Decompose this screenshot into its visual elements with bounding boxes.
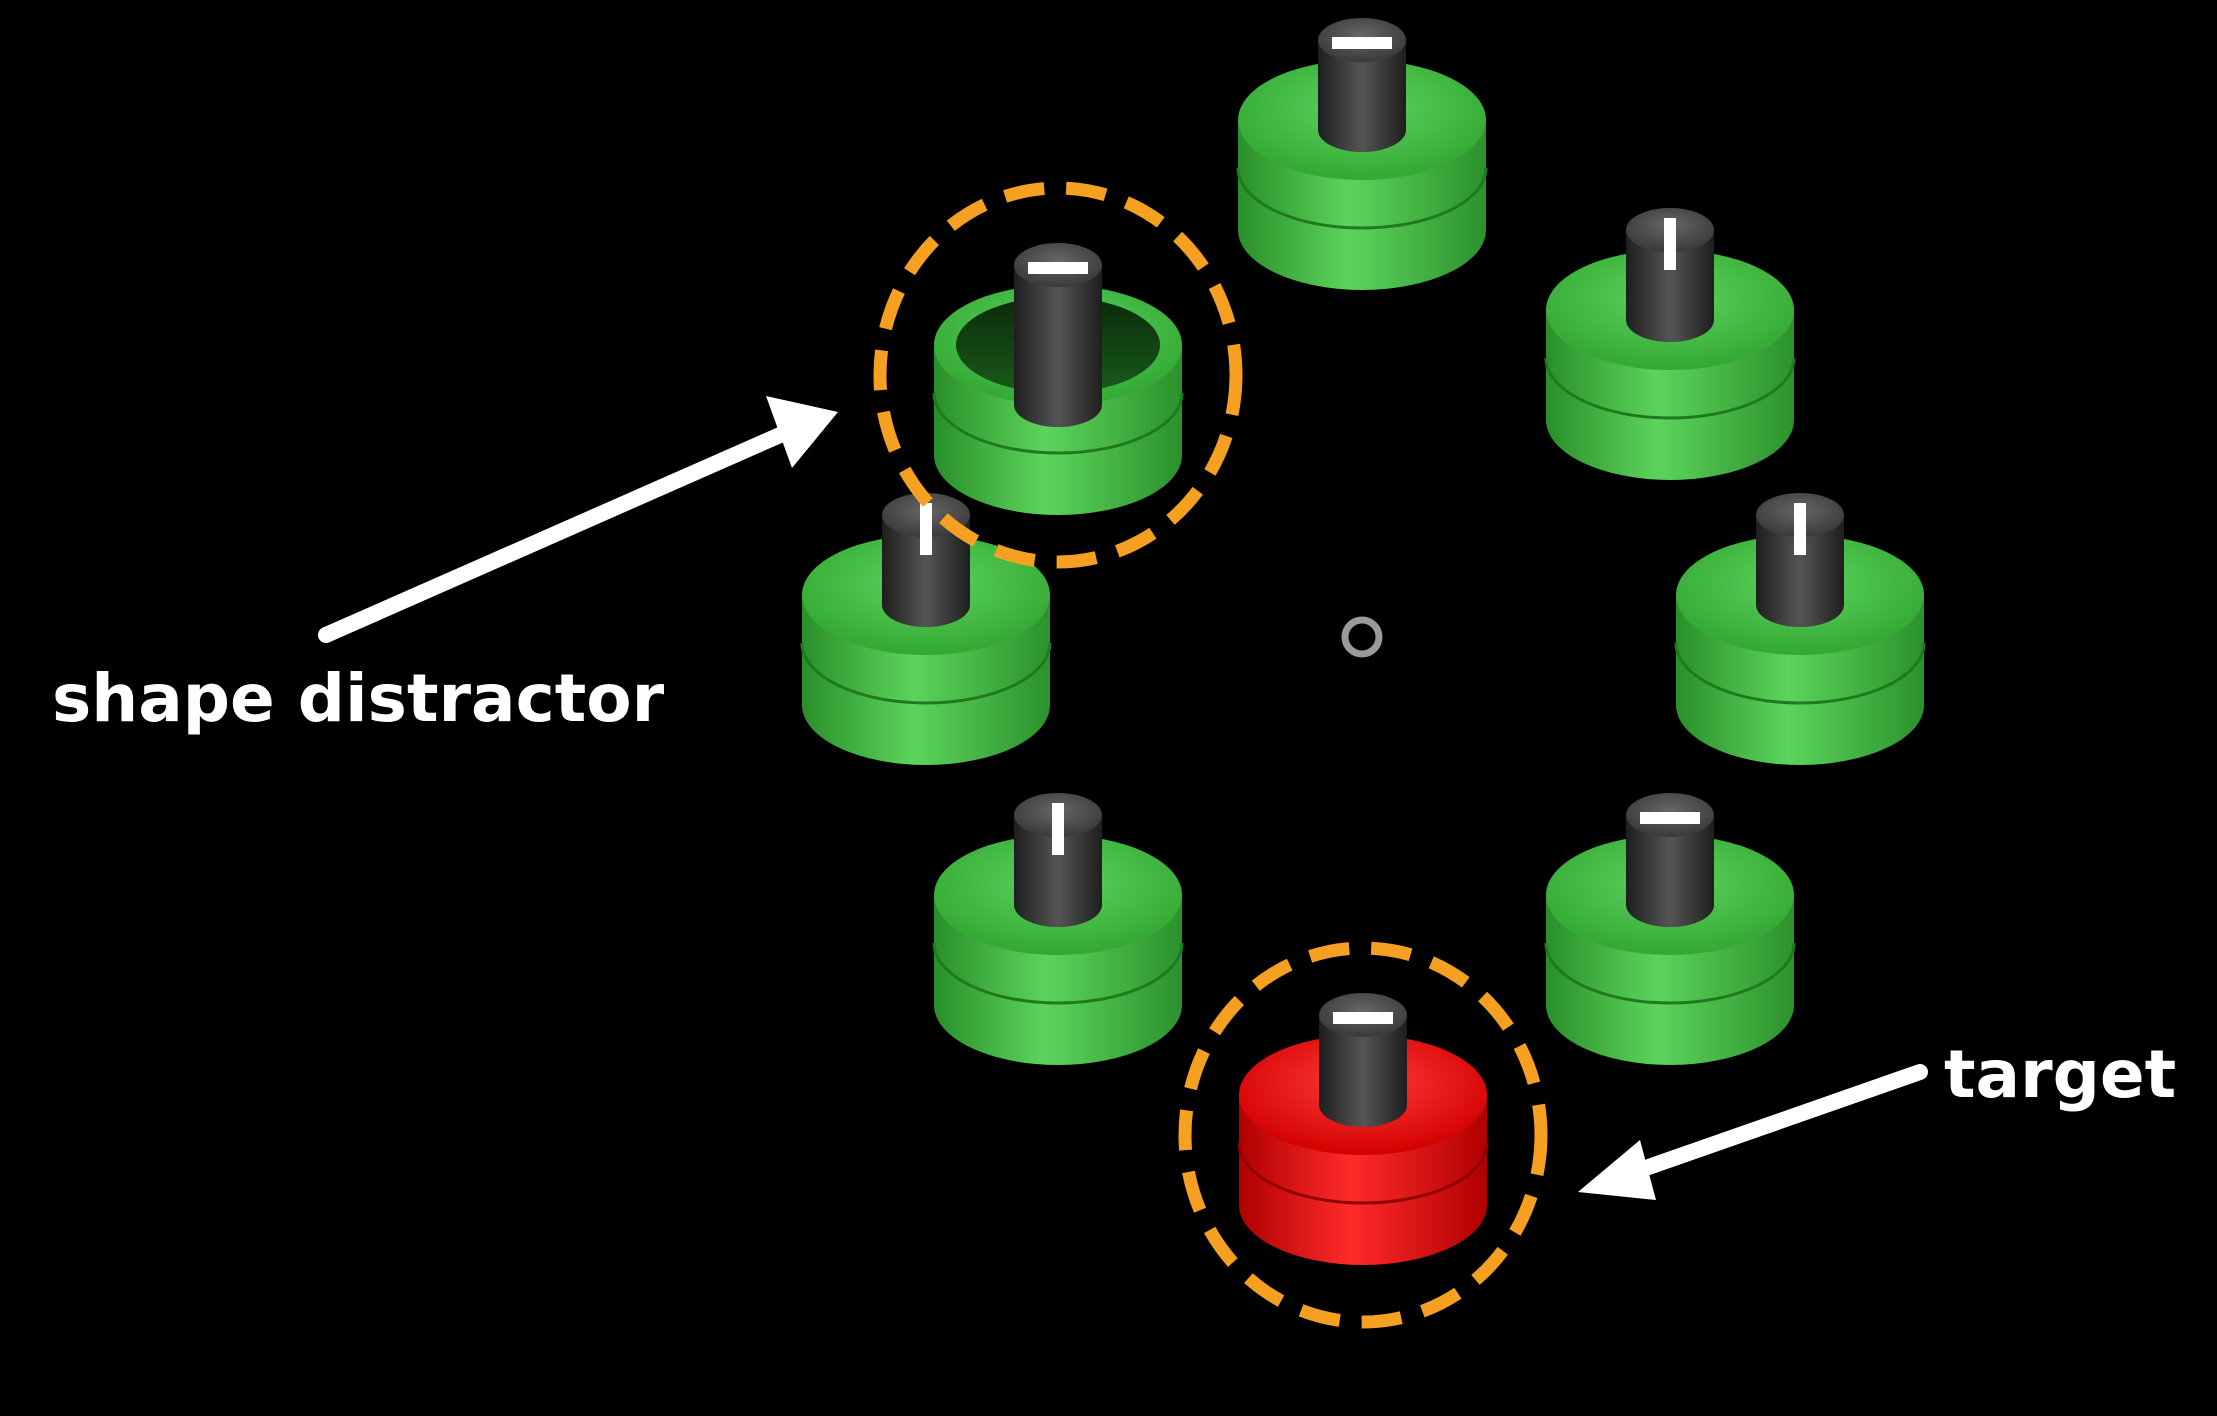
target-arrow — [1578, 1064, 1928, 1200]
search-items — [800, 18, 1926, 1265]
orientation-bar-vertical — [1052, 803, 1064, 855]
search-item-upper-right — [1544, 208, 1796, 480]
orientation-bar-vertical — [920, 503, 932, 555]
knob-upper-left — [1014, 243, 1102, 427]
search-item-top — [1236, 18, 1488, 290]
shape-distractor-arrow — [318, 396, 838, 643]
orientation-bar-vertical — [1794, 503, 1806, 555]
knob-lower-left — [1014, 793, 1102, 927]
orientation-bar-horizontal — [1640, 812, 1700, 824]
orientation-bar-vertical — [1664, 218, 1676, 270]
orientation-bar-horizontal — [1028, 262, 1088, 274]
orientation-bar-horizontal — [1332, 37, 1392, 49]
orientation-bar-horizontal — [1333, 1012, 1393, 1024]
knob-left — [882, 493, 970, 627]
search-item-upper-left — [932, 243, 1184, 515]
search-item-lower-right — [1544, 793, 1796, 1065]
search-item-lower-left — [932, 793, 1184, 1065]
knob-upper-right — [1626, 208, 1714, 342]
target-highlight-ring — [1178, 941, 1548, 1329]
knob-right — [1756, 493, 1844, 627]
knob-bottom — [1319, 993, 1407, 1127]
knob-top — [1318, 18, 1406, 152]
target-label: target — [1944, 1036, 2177, 1113]
shape-distractor-highlight-ring — [873, 181, 1243, 569]
search-item-bottom — [1237, 993, 1489, 1265]
search-item-left — [800, 493, 1052, 765]
search-item-right — [1674, 493, 1926, 765]
shape-distractor-label: shape distractor — [52, 660, 665, 737]
knob-lower-right — [1626, 793, 1714, 927]
fixation-point — [1341, 616, 1383, 658]
